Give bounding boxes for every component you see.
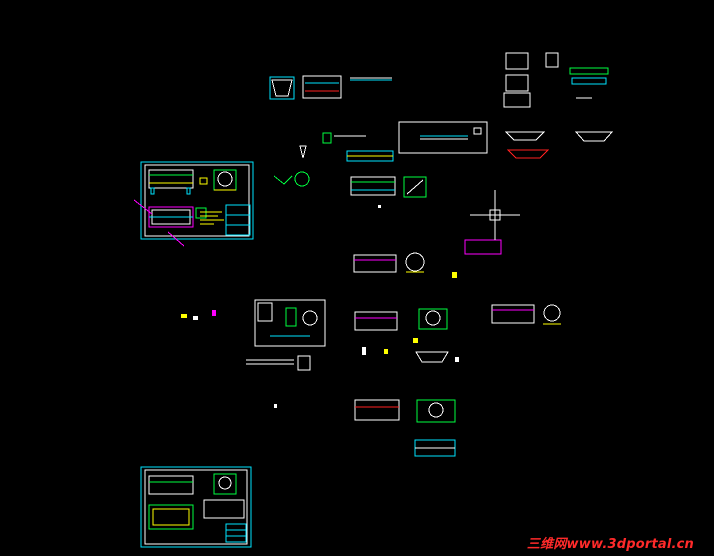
machine-assembly-view-1[interactable] [350,176,427,198]
machine-assembly-view-4[interactable] [491,304,561,325]
misc-small-parts[interactable] [181,205,459,408]
detail-top-left[interactable] [269,75,392,100]
detail-trough-views[interactable] [504,131,614,159]
machine-assembly-view-5[interactable] [354,399,456,457]
drawing-sheet-2[interactable] [140,466,252,548]
machine-assembly-view-3[interactable] [354,308,448,331]
machine-assembly-view-2[interactable] [353,252,425,273]
detail-top-right-group[interactable] [503,52,609,108]
watermark-text: 三维网www.3dportal.cn [526,537,694,552]
drawing-sheet-1[interactable] [133,161,254,247]
drawing-sheet-3[interactable] [254,299,326,347]
detail-bottom-left[interactable] [246,355,311,371]
detail-middle-top[interactable] [273,132,394,187]
machine-assembly-view-6[interactable] [415,239,502,363]
crosshair-cursor-icon [470,190,520,240]
detail-selected-box[interactable] [398,121,488,154]
